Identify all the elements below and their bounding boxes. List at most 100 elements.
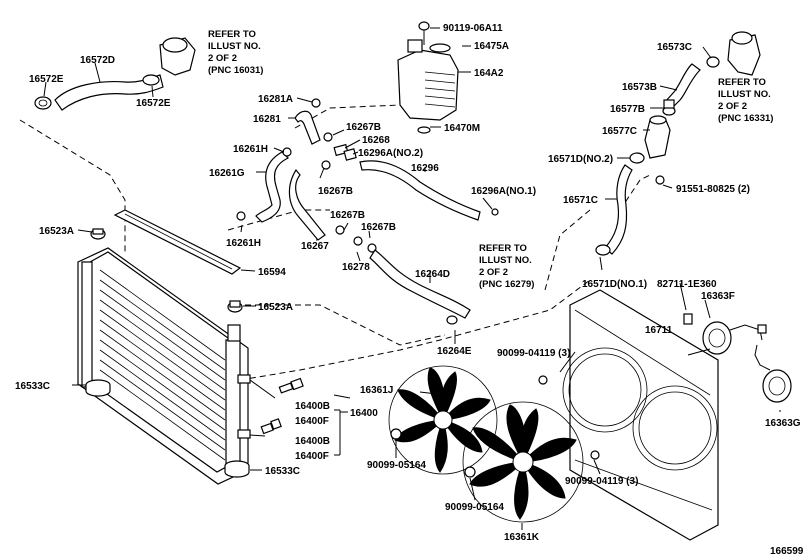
label-16261G: 16261G bbox=[209, 168, 245, 179]
label-16573C: 16573C bbox=[657, 42, 692, 53]
label-16573B: 16573B bbox=[622, 82, 657, 93]
water-outlet-16031 bbox=[159, 37, 196, 76]
drain-cock-parts bbox=[260, 377, 304, 435]
diagram-id: 166599 bbox=[770, 546, 804, 557]
label-16267B-c: 16267B bbox=[330, 210, 365, 221]
label-16296A-no2: 16296A(NO.2) bbox=[358, 148, 423, 159]
label-16281: 16281 bbox=[253, 114, 281, 125]
label-16281A: 16281A bbox=[258, 94, 293, 105]
label-16572E-right: 16572E bbox=[136, 98, 171, 109]
cooling-fan-16361K bbox=[462, 401, 584, 523]
fan-motor-16363F bbox=[702, 321, 767, 355]
refer-note-16031: REFER TO ILLUST NO. 2 OF 2 (PNC 16031) bbox=[208, 29, 263, 76]
svg-text:ILLUST NO.: ILLUST NO. bbox=[208, 41, 261, 52]
hose-16261G bbox=[236, 147, 292, 223]
fittings-16267B-16268 bbox=[323, 132, 377, 253]
label-16268: 16268 bbox=[362, 135, 390, 146]
label-16594: 16594 bbox=[258, 267, 286, 278]
label-16261H-top: 16261H bbox=[233, 144, 268, 155]
label-16264E: 16264E bbox=[437, 346, 472, 357]
label-90099-05164-left: 90099-05164 bbox=[367, 460, 426, 471]
hose-clamp-16572E-left bbox=[34, 96, 52, 110]
svg-text:2 OF 2: 2 OF 2 bbox=[208, 53, 237, 64]
label-91551-80825: 91551-80825 (2) bbox=[676, 184, 750, 195]
fan-motor-16363G bbox=[754, 344, 792, 403]
refer-note-16331: REFER TO ILLUST NO. 2 OF 2 (PNC 16331) bbox=[718, 77, 773, 124]
svg-text:REFER TO: REFER TO bbox=[479, 243, 527, 254]
label-16571D-no1: 16571D(NO.1) bbox=[582, 279, 647, 290]
fan-nuts-90099-05164 bbox=[390, 428, 476, 478]
label-16261H-bottom: 16261H bbox=[226, 238, 261, 249]
reservoir-tank-164A2 bbox=[397, 21, 459, 134]
label-16361K: 16361K bbox=[504, 532, 540, 543]
label-16267B-d: 16267B bbox=[361, 222, 396, 233]
label-16572E-left: 16572E bbox=[29, 74, 64, 85]
label-16571D-no2: 16571D(NO.2) bbox=[548, 154, 613, 165]
label-16571C: 16571C bbox=[563, 195, 598, 206]
radiator-hose-16571C bbox=[595, 152, 665, 256]
label-16267B-top: 16267B bbox=[346, 122, 381, 133]
label-16572D: 16572D bbox=[80, 55, 115, 66]
radiator-assembly bbox=[77, 247, 251, 485]
label-16264D: 16264D bbox=[415, 269, 450, 280]
label-16296: 16296 bbox=[411, 163, 439, 174]
radiator-cushion-16523A-mid bbox=[227, 300, 243, 313]
svg-text:ILLUST NO.: ILLUST NO. bbox=[718, 89, 771, 100]
leader-lines bbox=[43, 27, 781, 530]
label-16267B-mid: 16267B bbox=[318, 186, 353, 197]
label-16363G: 16363G bbox=[765, 418, 801, 429]
radiator-cushion-16533C-bottom bbox=[224, 460, 250, 478]
svg-text:(PNC 16279): (PNC 16279) bbox=[479, 279, 534, 290]
cooling-fan-16361J bbox=[388, 365, 498, 475]
label-16577C: 16577C bbox=[602, 126, 637, 137]
assembly-dashed-lines bbox=[19, 104, 651, 471]
label-90119-06A11: 90119-06A11 bbox=[443, 23, 503, 34]
water-inlet-16577C bbox=[644, 99, 675, 159]
label-16296A-no1: 16296A(NO.1) bbox=[471, 186, 536, 197]
label-164A2: 164A2 bbox=[474, 68, 504, 79]
label-16400B-lower: 16400B bbox=[295, 436, 330, 447]
fan-shroud-16711 bbox=[562, 289, 719, 541]
radiator-cushion-16523A-top bbox=[90, 228, 106, 240]
part-labels: 16572D 16572E 16572E 90119-06A11 16475A … bbox=[15, 23, 804, 557]
label-16533C-bottom: 16533C bbox=[265, 466, 300, 477]
label-16711: 16711 bbox=[645, 325, 673, 336]
label-16400B-upper: 16400B bbox=[295, 401, 330, 412]
reservoir-hose-16281 bbox=[294, 98, 321, 145]
svg-text:REFER TO: REFER TO bbox=[208, 29, 256, 40]
label-16470M: 16470M bbox=[444, 123, 480, 134]
svg-text:2 OF 2: 2 OF 2 bbox=[718, 101, 747, 112]
svg-text:2 OF 2: 2 OF 2 bbox=[479, 267, 508, 278]
label-16400: 16400 bbox=[350, 408, 378, 419]
label-90099-04119-upper: 90099-04119 (3) bbox=[497, 348, 570, 359]
shroud-bolts-90099-04119 bbox=[538, 375, 600, 460]
radiator-hose-16573B bbox=[662, 56, 720, 116]
label-16267: 16267 bbox=[301, 241, 329, 252]
label-16475A: 16475A bbox=[474, 41, 509, 52]
label-16278: 16278 bbox=[342, 262, 370, 273]
refer-note-16279: REFER TO ILLUST NO. 2 OF 2 (PNC 16279) bbox=[479, 243, 534, 290]
label-16363F: 16363F bbox=[701, 291, 735, 302]
label-16361J: 16361J bbox=[360, 385, 393, 396]
hose-16264D bbox=[369, 249, 471, 325]
hose-clamp-16572E-right bbox=[142, 74, 160, 86]
label-16523A-top: 16523A bbox=[39, 226, 74, 237]
water-inlet-16331 bbox=[727, 31, 761, 76]
label-16533C-left: 16533C bbox=[15, 381, 50, 392]
svg-text:(PNC 16331): (PNC 16331) bbox=[718, 113, 773, 124]
svg-text:ILLUST NO.: ILLUST NO. bbox=[479, 255, 532, 266]
label-16577B: 16577B bbox=[610, 104, 645, 115]
radiator-support-16594 bbox=[113, 209, 242, 275]
label-16400F-upper: 16400F bbox=[295, 416, 329, 427]
hose-16267 bbox=[288, 160, 331, 241]
svg-text:REFER TO: REFER TO bbox=[718, 77, 766, 88]
svg-text:(PNC 16031): (PNC 16031) bbox=[208, 65, 263, 76]
radiator-hose-16572D bbox=[54, 74, 164, 111]
hose-16296 bbox=[359, 160, 499, 221]
radiator-cushion-16533C-left bbox=[85, 379, 111, 397]
label-90099-04119-lower: 90099-04119 (3) bbox=[565, 476, 638, 487]
label-16400F-lower: 16400F bbox=[295, 451, 329, 462]
label-90099-05164-right: 90099-05164 bbox=[445, 502, 504, 513]
